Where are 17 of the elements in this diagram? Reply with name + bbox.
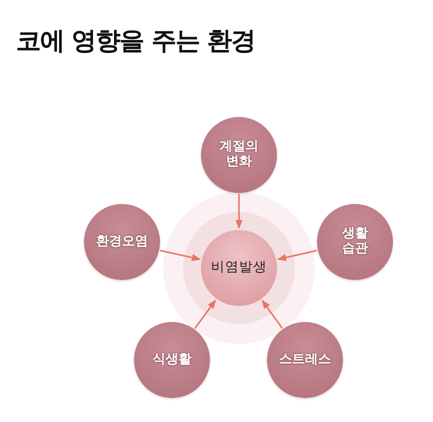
arrow xyxy=(160,250,201,262)
cause-circle xyxy=(267,322,343,398)
circle-label: 계절의 변화 xyxy=(218,140,260,170)
circle-label: 생활 습관 xyxy=(341,227,369,257)
circle-label: 환경오염 xyxy=(95,234,149,250)
circle-label: 식생활 xyxy=(152,352,192,368)
cause-circle xyxy=(84,204,160,280)
cause-circle xyxy=(317,204,393,280)
title: 코에 영향을 주는 환경 xyxy=(16,25,256,57)
circle-label: 비염발생 xyxy=(210,260,268,276)
arrow xyxy=(235,194,243,229)
cause-circle xyxy=(201,117,277,193)
circle-label: 스트레스 xyxy=(278,352,332,368)
arrow xyxy=(194,300,216,329)
arrow xyxy=(277,250,318,261)
cause-circle xyxy=(134,322,210,398)
arrow xyxy=(262,300,283,329)
